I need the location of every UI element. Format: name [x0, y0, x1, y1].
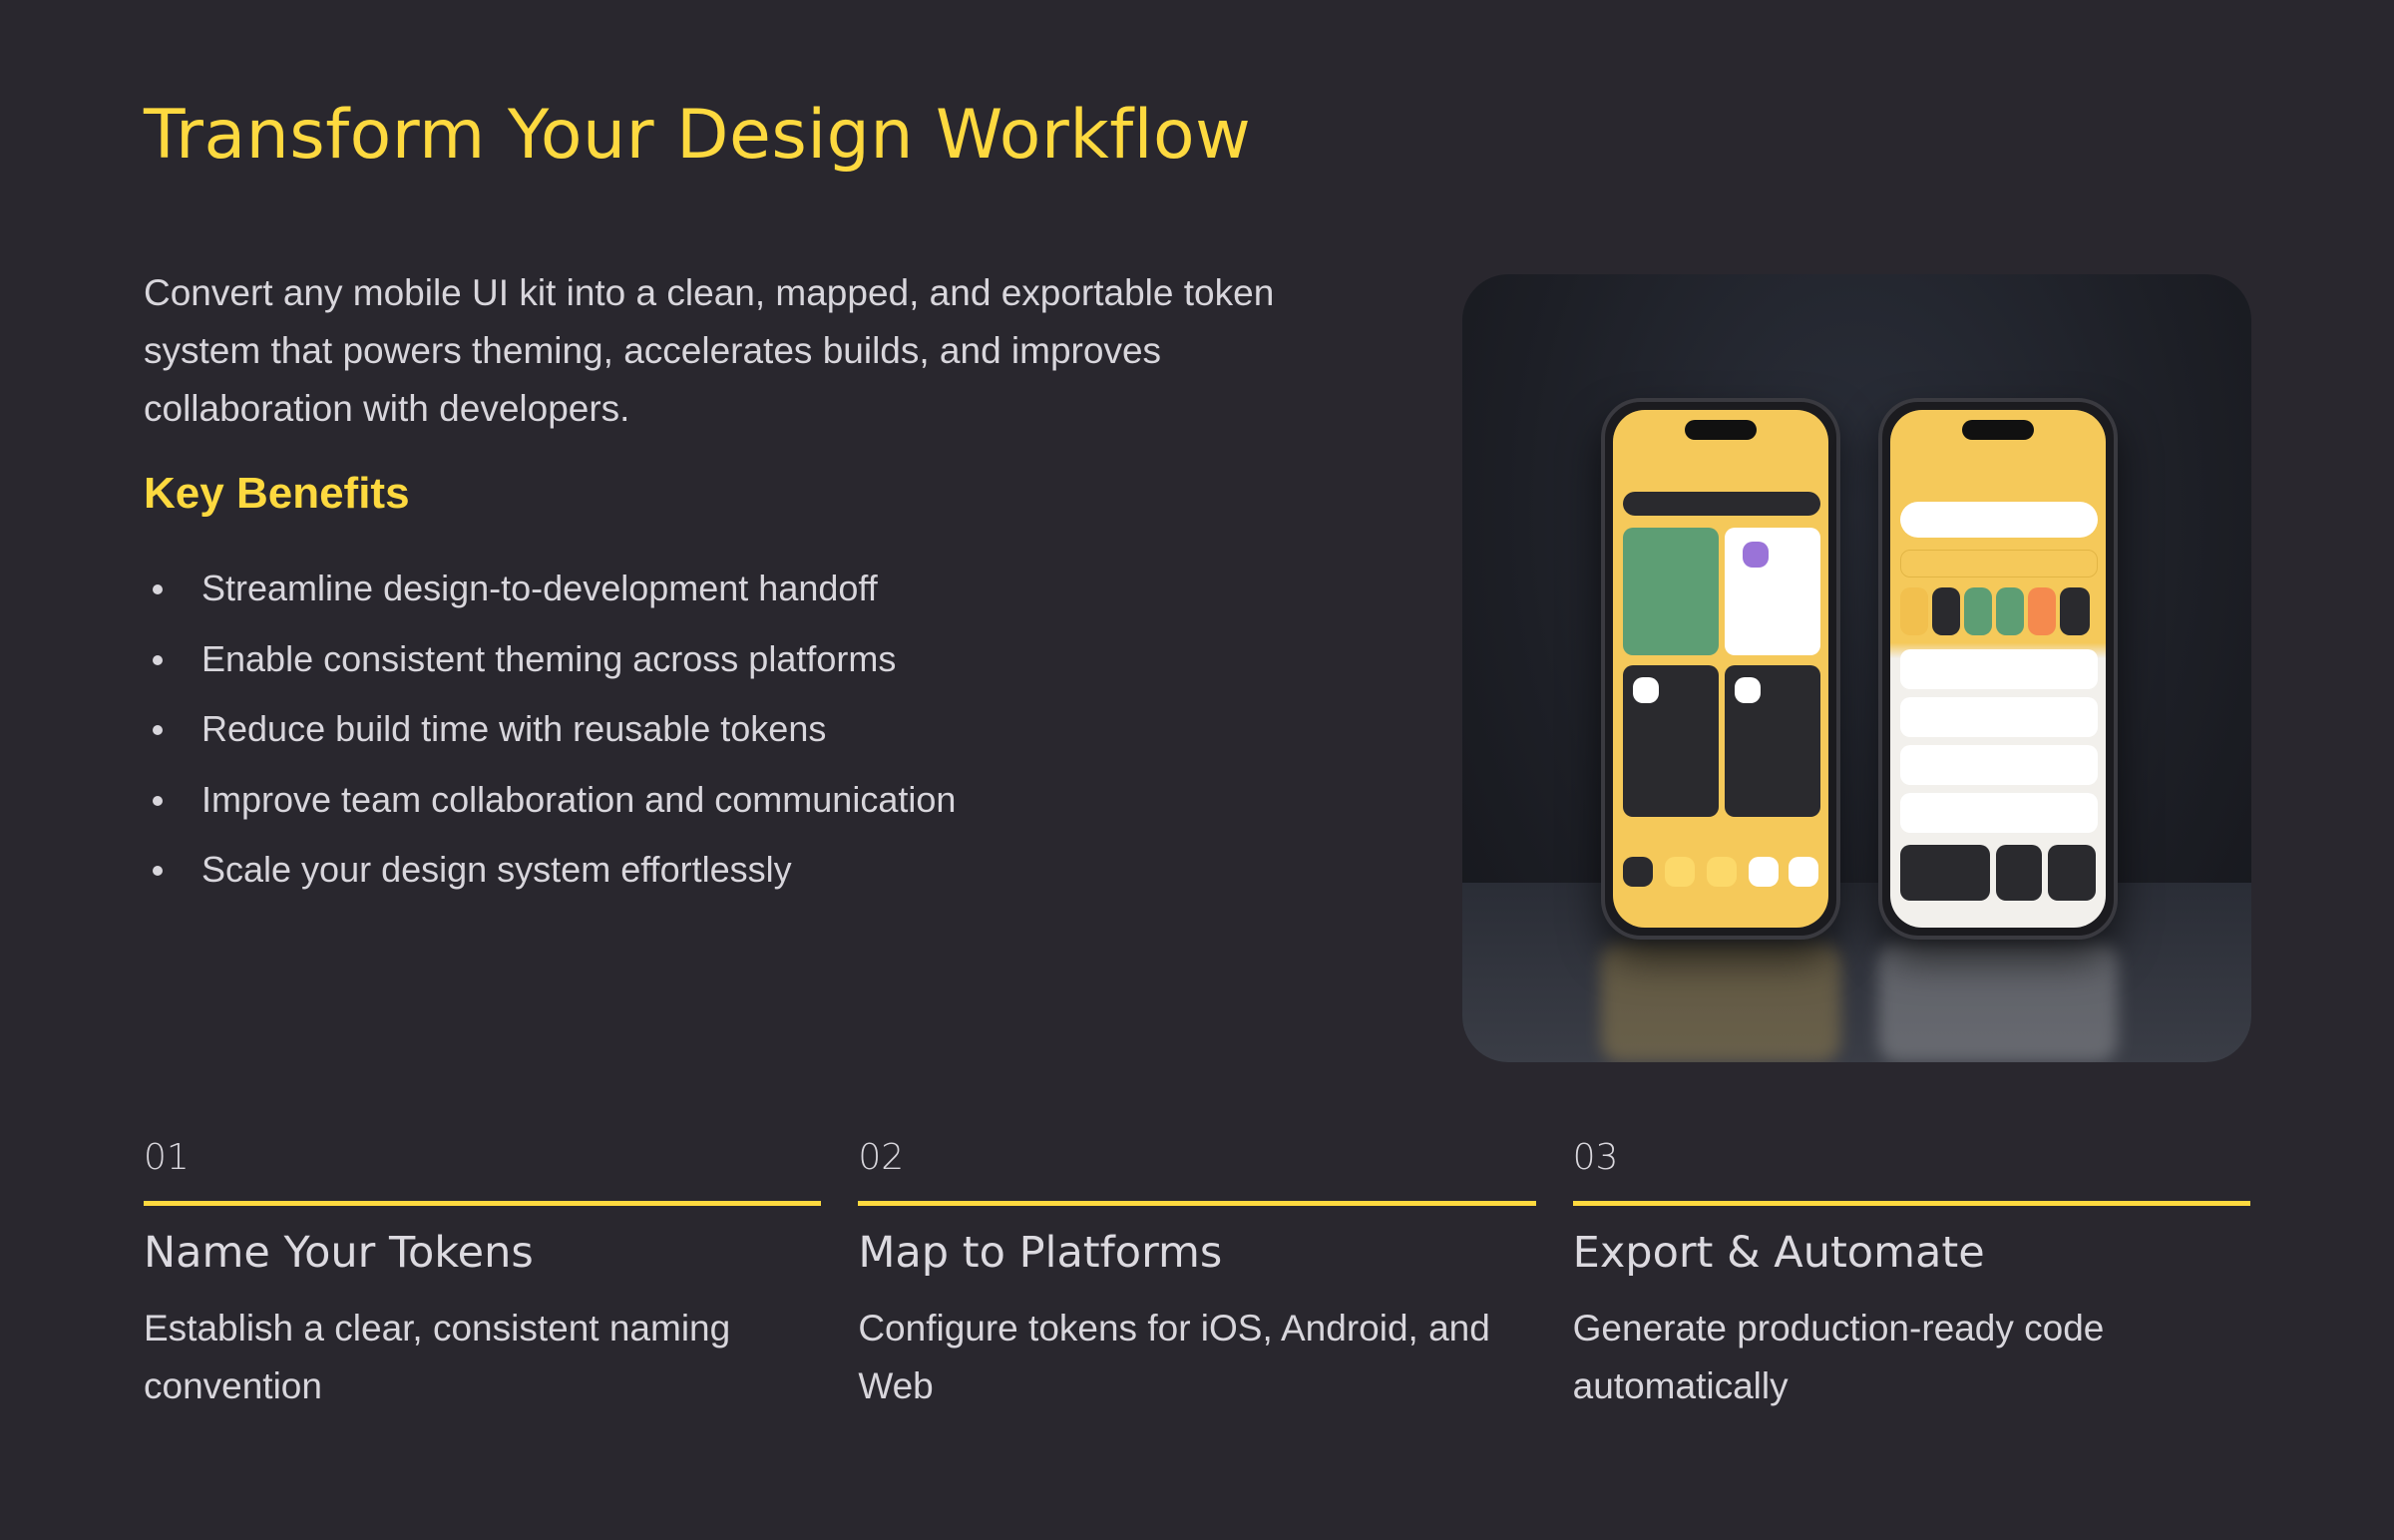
- bullet-icon: [153, 725, 163, 735]
- list-item-text: Enable consistent theming across platfor…: [201, 637, 897, 679]
- step-divider: [1572, 1201, 2250, 1206]
- step-divider: [144, 1201, 822, 1206]
- step-description: Configure tokens for iOS, Android, and W…: [858, 1308, 1490, 1406]
- floor: [1462, 883, 2251, 1062]
- bullet-icon: [153, 795, 163, 806]
- intro-paragraph: Convert any mobile UI kit into a clean, …: [144, 272, 1275, 429]
- list-item-text: Reduce build time with reusable tokens: [201, 708, 827, 749]
- benefits-list: Streamline design-to-development handoff…: [144, 559, 956, 911]
- list-item-text: Improve team collaboration and communica…: [201, 778, 957, 820]
- step-title: Map to Platforms: [858, 1228, 1223, 1278]
- list-item-text: Streamline design-to-development handoff: [201, 568, 878, 608]
- page-title: Transform Your Design Workflow: [144, 96, 1252, 175]
- list-item: Scale your design system effortlessly: [144, 840, 956, 911]
- bullet-icon: [153, 866, 163, 876]
- step-divider: [858, 1201, 1536, 1206]
- reflection: [1601, 943, 1840, 1062]
- list-item: Reduce build time with reusable tokens: [144, 699, 956, 770]
- step-2: 02 Map to Platforms Configure tokens for…: [858, 1137, 1536, 1415]
- phone-screen: [1613, 410, 1828, 928]
- step-3: 03 Export & Automate Generate production…: [1572, 1137, 2250, 1415]
- step-title: Export & Automate: [1572, 1228, 1985, 1278]
- phone-left: [1601, 398, 1840, 940]
- list-item: Streamline design-to-development handoff: [144, 559, 956, 629]
- step-1: 01 Name Your Tokens Establish a clear, c…: [144, 1137, 822, 1415]
- step-number: 02: [858, 1137, 905, 1178]
- reflection: [1878, 943, 2118, 1062]
- phone-screen: [1890, 410, 2106, 928]
- step-description: Establish a clear, consistent naming con…: [144, 1308, 731, 1406]
- bullet-icon: [153, 654, 163, 665]
- notch: [1685, 420, 1757, 440]
- bullet-icon: [153, 584, 163, 594]
- key-benefits-heading: Key Benefits: [144, 469, 410, 518]
- list-item: Improve team collaboration and communica…: [144, 770, 956, 841]
- list-item: Enable consistent theming across platfor…: [144, 629, 956, 700]
- notch: [1962, 420, 2034, 440]
- phone-mockup-image: [1462, 274, 2251, 1062]
- phone-right: [1878, 398, 2118, 940]
- step-description: Generate production-ready code automatic…: [1572, 1308, 2105, 1406]
- step-number: 03: [1572, 1137, 1619, 1178]
- steps: 01 Name Your Tokens Establish a clear, c…: [144, 1137, 2250, 1415]
- step-title: Name Your Tokens: [144, 1228, 534, 1278]
- step-number: 01: [144, 1137, 190, 1178]
- list-item-text: Scale your design system effortlessly: [201, 849, 792, 890]
